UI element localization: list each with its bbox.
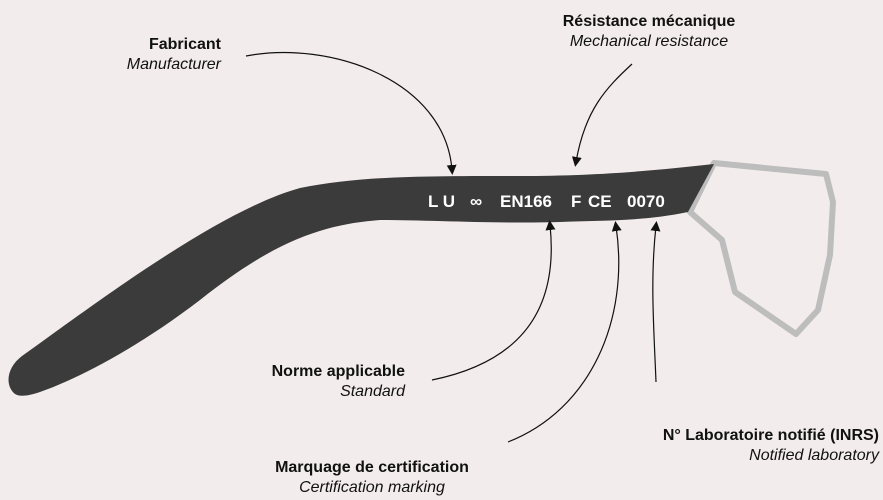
marking-resistance: F [571,192,581,211]
frame-outline [687,160,836,337]
marking-symbol: ∞ [470,192,482,211]
arrow-standard [431,220,556,381]
marking-ce: CE [588,192,612,211]
label-laboratory-en: Notified laboratory [749,447,879,464]
label-certification-fr: Marquage de certification [275,459,469,476]
arrow-mechanical [571,63,633,167]
label-manufacturer: Fabricant Manufacturer [127,35,221,75]
label-standard-fr: Norme applicable [271,363,405,380]
label-laboratory-fr: N° Laboratoire notifié (INRS) [662,427,879,444]
label-certification-en: Certification marking [299,479,445,496]
arrow-manufacturer [245,52,457,175]
arrow-laboratory [650,221,661,383]
label-standard-en: Standard [340,383,405,400]
label-mechanical-fr: Résistance mécanique [562,13,736,30]
marking-standard: EN166 [500,192,552,211]
label-manufacturer-fr: Fabricant [148,36,221,53]
label-mechanical: Résistance mécanique Mechanical resistan… [532,12,766,52]
label-manufacturer-en: Manufacturer [126,56,221,73]
arrow-certification [507,221,622,443]
label-mechanical-en: Mechanical resistance [569,33,729,50]
temple-arm [8,164,714,396]
label-standard: Norme applicable Standard [272,362,405,402]
marking-maker: L U [428,192,455,211]
marking-lab-number: 0070 [627,192,665,211]
label-certification: Marquage de certification Certification … [232,458,512,498]
label-laboratory: N° Laboratoire notifié (INRS) Notified l… [663,426,879,466]
